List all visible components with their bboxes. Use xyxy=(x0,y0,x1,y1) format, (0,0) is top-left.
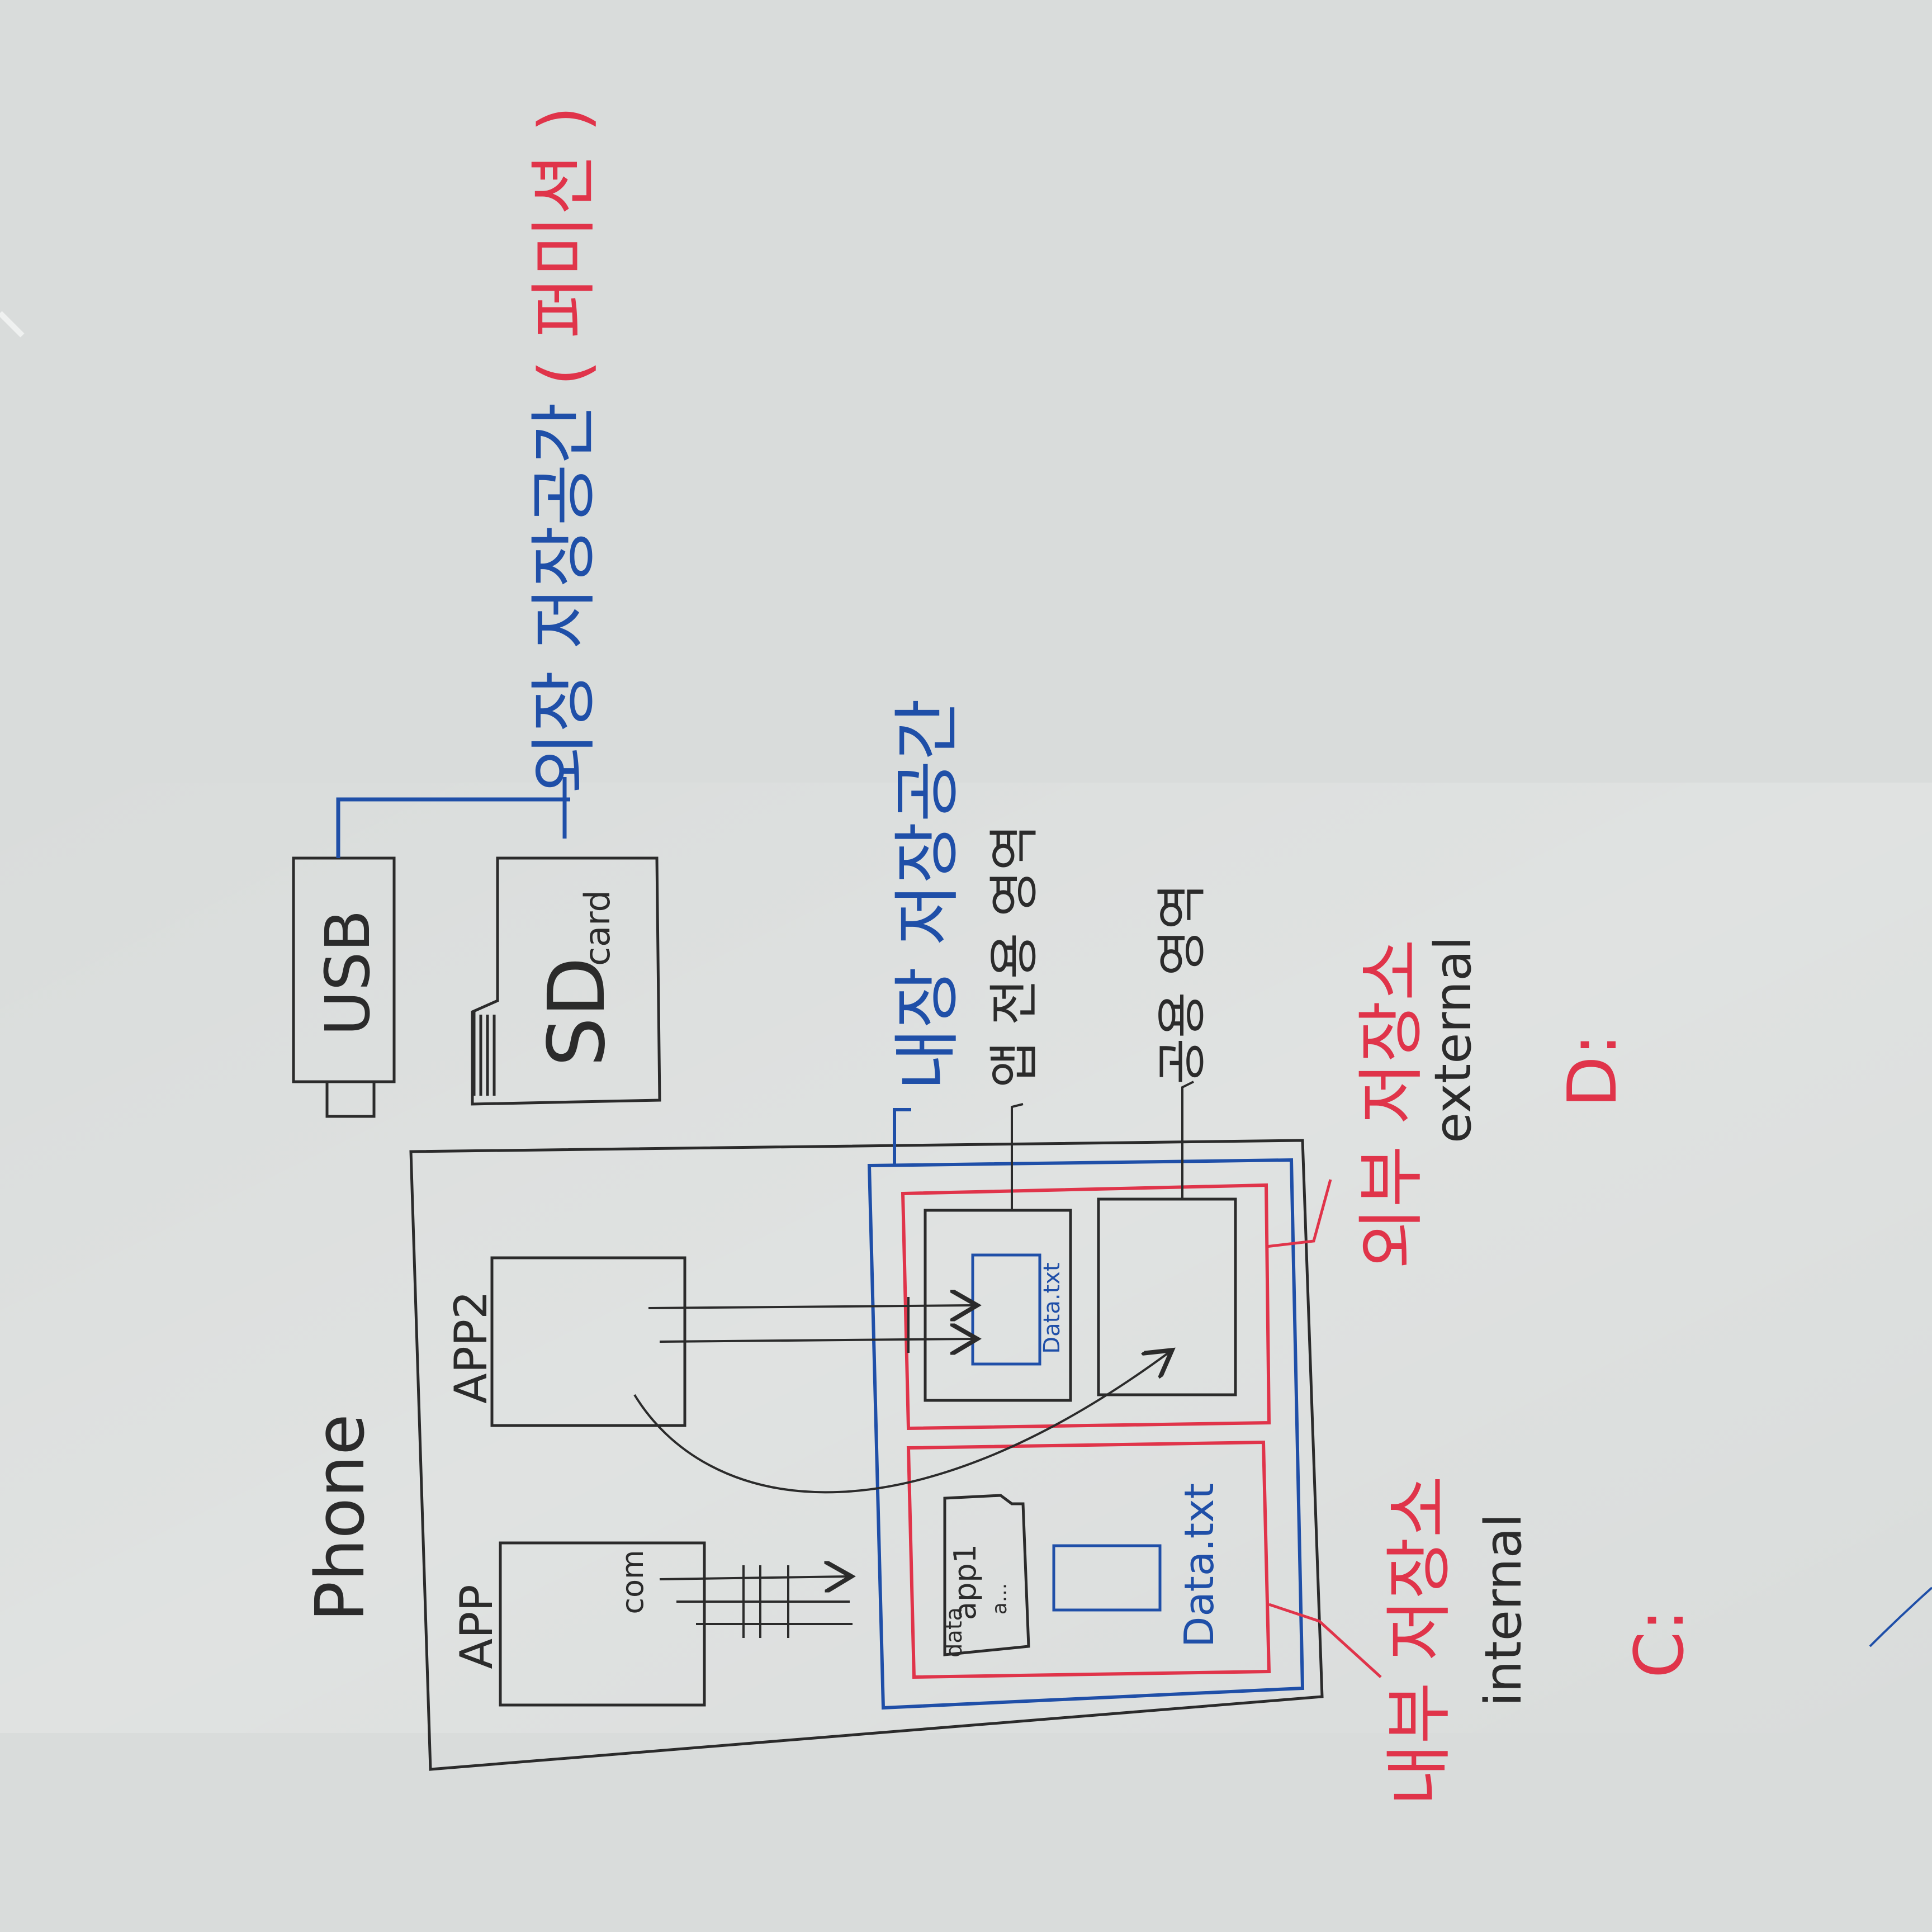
external-label: external xyxy=(1424,936,1483,1143)
sd-label: SD xyxy=(532,957,623,1067)
external-store-label: 외부 저장소 xyxy=(1353,939,1431,1269)
external-store-box xyxy=(901,1183,1271,1431)
usb-stick xyxy=(292,856,396,1118)
app-label: APP xyxy=(451,1584,503,1669)
sd-card xyxy=(471,856,661,1106)
shared-area-label: 공용 영역 xyxy=(1153,883,1211,1085)
phone-label: Phone xyxy=(302,1414,380,1622)
app-specific-area-leader xyxy=(1011,1103,1024,1210)
app-specific-area-label: 앱 전용 영역 xyxy=(985,824,1044,1087)
board-glare xyxy=(0,783,1932,1733)
data-file-label-internal: Data.txt xyxy=(1176,1483,1223,1647)
app-to-internal-line-1 xyxy=(659,1576,847,1579)
drive-d-label: D: xyxy=(1554,1034,1632,1108)
board-edge-stroke xyxy=(1869,1587,1932,1647)
external-storage-space-label: 외장 저장공간 xyxy=(525,402,603,794)
sd-card-label: card xyxy=(577,890,618,966)
internal-store-leader xyxy=(1268,1603,1382,1678)
app1-folder-label: app1 xyxy=(948,1544,983,1620)
app-inner-note: com xyxy=(615,1550,650,1614)
app1-folder-note: a... xyxy=(988,1583,1011,1614)
app2-to-shared-area-arrow xyxy=(633,1353,1168,1494)
app1-data-folder-label: data xyxy=(941,1607,967,1658)
data-file-label-app-area: Data.txt xyxy=(1039,1262,1065,1353)
data-file-box-internal xyxy=(1052,1544,1162,1612)
app-to-internal-ticks xyxy=(742,1565,789,1638)
app2-to-app-area-arrow-1 xyxy=(648,1305,973,1308)
internal-label: internal xyxy=(1474,1513,1533,1706)
usb-label: USB xyxy=(312,910,383,1036)
external-store-leader xyxy=(1266,1179,1332,1248)
internal-store-box xyxy=(906,1440,1271,1679)
internal-storage-space-leader xyxy=(893,1108,911,1166)
internal-storage-space-box xyxy=(867,1158,1305,1710)
board-corner-mark xyxy=(0,311,25,338)
app2-label: APP2 xyxy=(445,1291,497,1404)
app1-data-folder xyxy=(943,1494,1030,1656)
internal-storage-space-label: 내장 저장공간 xyxy=(889,699,967,1091)
permission-label: ( 퍼미션 ) xyxy=(525,106,603,386)
shared-area-box xyxy=(1097,1197,1237,1396)
external-bracket xyxy=(336,777,570,858)
shared-area-leader xyxy=(1181,1081,1194,1199)
app2-to-app-area-arrow-2 xyxy=(659,1339,973,1342)
phone-frame xyxy=(409,1139,1324,1771)
internal-store-label: 내부 저장소 xyxy=(1381,1476,1459,1806)
drive-c-label: C: xyxy=(1621,1609,1699,1678)
